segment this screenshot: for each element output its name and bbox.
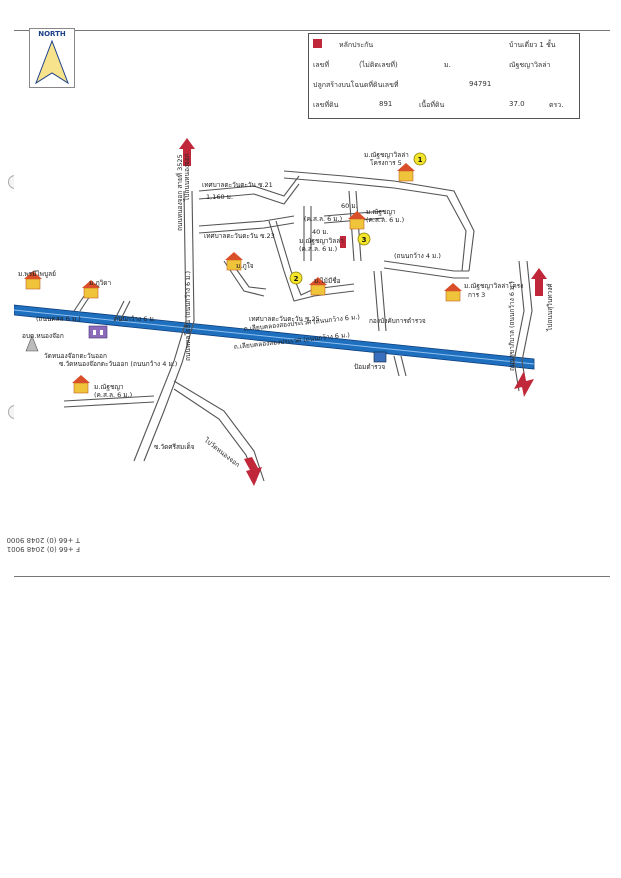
svg-text:(ค.ส.ล. 6 ม.): (ค.ส.ล. 6 ม.)	[304, 215, 342, 223]
svg-text:(ค.ส.ล. 6 ม.): (ค.ส.ล. 6 ม.)	[94, 391, 132, 399]
svg-text:เทศบาลตะวันตะวัน ซ.23: เทศบาลตะวันตะวัน ซ.23	[204, 232, 275, 240]
house-marker-icon	[24, 271, 42, 290]
property-marker	[340, 236, 346, 248]
info-row: หลักประกัน บ้านเดี่ยว 1 ชั้น	[309, 34, 579, 54]
svg-text:ม.ณัฐชญาวิลล่า: ม.ณัฐชญาวิลล่า	[364, 151, 409, 159]
svg-text:ซ.วัดหนองจ๊อกตะวันออก (ถนนกว้า: ซ.วัดหนองจ๊อกตะวันออก (ถนนกว้าง 4 ม.)	[59, 360, 177, 368]
svg-text:เทศบาลตะวันตะวัน ซ.25: เทศบาลตะวันตะวัน ซ.25	[249, 315, 320, 323]
svg-text:ม.ณัฐชญา: ม.ณัฐชญา	[366, 208, 396, 216]
house-marker-icon	[72, 375, 90, 394]
svg-text:(ค.ส.ล. 6 ม.): (ค.ส.ล. 6 ม.)	[299, 245, 337, 253]
svg-text:2: 2	[294, 275, 299, 283]
house-marker-icon	[348, 211, 366, 230]
direction-arrow-icon	[514, 371, 534, 397]
svg-text:ไปถนนหนองจอก: ไปถนนหนองจอก	[183, 153, 191, 202]
property-info-box: หลักประกัน บ้านเดี่ยว 1 ชั้น เลขที่ (ไม่…	[308, 33, 580, 119]
svg-text:วัดหนองจ๊อกตะวันออก: วัดหนองจ๊อกตะวันออก	[44, 352, 107, 360]
svg-text:ม.ภูใจ: ม.ภูใจ	[236, 262, 254, 270]
house-marker-icon	[397, 163, 415, 182]
svg-text:ถนนสุขาภิบาล (ถนนกว้าง 6 ม.): ถนนสุขาภิบาล (ถนนกว้าง 6 ม.)	[508, 281, 516, 371]
svg-text:(ค.ส.ล. 6 ม.): (ค.ส.ล. 6 ม.)	[366, 216, 404, 224]
svg-text:กองบังคับการตำรวจ: กองบังคับการตำรวจ	[369, 317, 426, 325]
svg-text:โครงการ 5: โครงการ 5	[370, 159, 402, 167]
house-marker-icon	[444, 283, 462, 302]
svg-text:เทศบาลตะวันตะวัน ซ.21: เทศบาลตะวันตะวัน ซ.21	[202, 181, 273, 189]
marker-1: 1	[413, 152, 427, 166]
svg-text:3: 3	[362, 236, 367, 244]
footer-phone: F +66 (0) 2048 9001 T +66 (0) 2048 9000	[6, 536, 81, 553]
marker-3: 3	[357, 232, 371, 246]
svg-text:ถนนพหลโยธิน (ถนนกว้าง 6 ม.): ถนนพหลโยธิน (ถนนกว้าง 6 ม.)	[184, 271, 192, 361]
info-row: เลขที่ดิน 891 เนื้อที่ดิน 37.0 ตรว.	[313, 100, 564, 109]
svg-text:ถนนหนองจอก สายที่ 3525: ถนนหนองจอก สายที่ 3525	[175, 154, 184, 231]
svg-text:ป้อมตำรวจ: ป้อมตำรวจ	[354, 363, 385, 371]
info-row: ปลูกสร้างบนโฉนดที่ดินเลขที่ 94791	[313, 80, 492, 89]
svg-text:(ถนนกว้าง 4 ม.): (ถนนกว้าง 4 ม.)	[394, 252, 441, 260]
svg-text:60 ม.: 60 ม.	[341, 202, 358, 210]
svg-text:1,160 ม.: 1,160 ม.	[206, 193, 233, 201]
direction-arrow-icon	[244, 457, 262, 486]
house-marker-icon	[82, 280, 100, 299]
house-marker-icon	[225, 252, 243, 271]
map-canvas: 1 2 3 เทศบาลตะวันตะวัน ซ.21	[13, 138, 554, 486]
svg-text:ม.ณัฐชญาวิลล่า: ม.ณัฐชญาวิลล่า	[299, 237, 344, 245]
svg-text:1: 1	[418, 156, 423, 164]
house-marker-icon	[309, 277, 327, 296]
svg-text:อบต.หนองจ๊อก: อบต.หนองจ๊อก	[22, 332, 64, 340]
direction-arrow-icon	[531, 268, 547, 296]
main-blue-road	[13, 304, 535, 370]
svg-text:ม.ไม้มีชื่อ: ม.ไม้มีชื่อ	[314, 276, 341, 285]
office-icon	[88, 325, 108, 339]
svg-text:ม.ภูวิดา: ม.ภูวิดา	[89, 279, 112, 287]
svg-text:ไปถนนสุวินทวงศ์: ไปถนนสุวินทวงศ์	[546, 283, 554, 332]
info-row: เลขที่ (ไม่ติดเลขที่) ม. ณัฐชญาวิลล่า	[313, 61, 551, 69]
svg-text:ม.ณัฐชญา: ม.ณัฐชญา	[94, 383, 124, 391]
svg-text:ม.ณัฐชญาวิลล่าโครง: ม.ณัฐชญาวิลล่าโครง	[464, 282, 523, 290]
svg-text:ม.พรมีไพบูลย์: ม.พรมีไพบูลย์	[18, 270, 56, 278]
direction-arrow-icon	[179, 138, 195, 166]
legend-color-square	[313, 39, 322, 48]
svg-text:40 ม.: 40 ม.	[312, 228, 329, 236]
temple-icon	[25, 335, 39, 352]
svg-text:การ 3: การ 3	[468, 291, 485, 299]
marker-2: 2	[289, 271, 303, 285]
svg-text:(ถนนคสล 6 ม.): (ถนนคสล 6 ม.)	[36, 315, 81, 323]
svg-text:ซ.วัดศรีสมเด็จ: ซ.วัดศรีสมเด็จ	[154, 442, 195, 451]
map-frame: 1 2 3 เทศบาลตะวันตะวัน ซ.21	[13, 30, 610, 577]
svg-text:ถนนกว้าง 6 ม.: ถนนกว้าง 6 ม.	[114, 315, 156, 323]
north-compass-icon: NORTH	[29, 28, 75, 88]
police-icon	[373, 351, 387, 363]
